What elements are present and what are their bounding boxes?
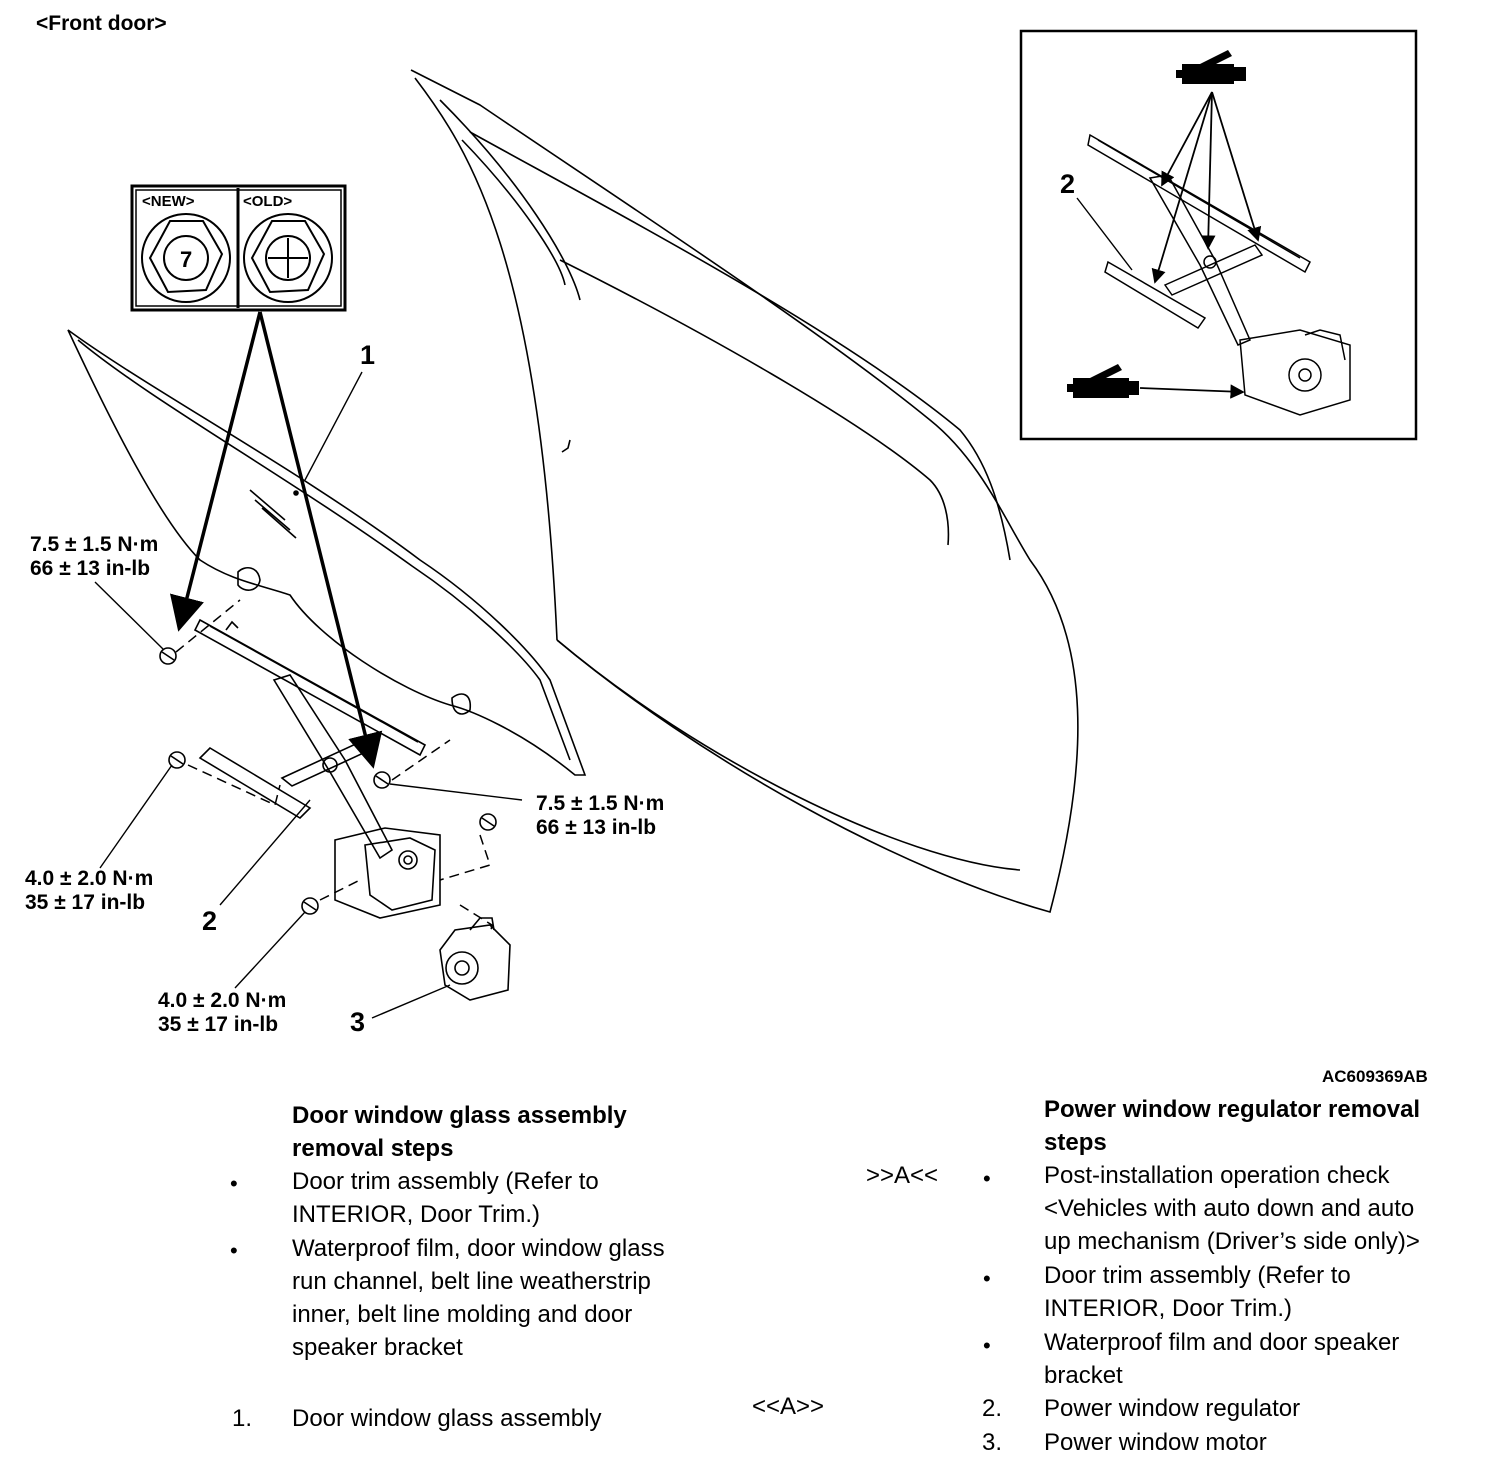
torque-4-inlb: 35 ± 17 in-lb: [158, 1013, 278, 1036]
grease-gun-icon: [1176, 50, 1246, 84]
torque-leader-lines: [94, 581, 523, 989]
right-item-1-line-1: Post-installation operation check: [1044, 1162, 1390, 1189]
diagram-title: <Front door>: [36, 12, 167, 35]
right-step-text-3: Power window motor: [1044, 1429, 1267, 1456]
left-step-code-1: <<A>>: [752, 1393, 825, 1420]
left-step-text-1: Door window glass assembly: [292, 1405, 602, 1432]
right-item-2-line-1: Door trim assembly (Refer to: [1044, 1262, 1351, 1289]
door-panel-outline: [410, 69, 1079, 913]
torque-4-nm: 4.0 ± 2.0 N·m: [158, 989, 286, 1012]
left-item-1-line-1: Door trim assembly (Refer to: [292, 1168, 599, 1195]
torque-2-nm: 7.5 ± 1.5 N·m: [536, 792, 664, 815]
new-bolt-label: <NEW>: [142, 193, 195, 210]
new-bolt-head-icon: [141, 213, 231, 303]
callout-leader-lines: [219, 371, 451, 1019]
left-item-1-line-2: INTERIOR, Door Trim.): [292, 1201, 541, 1228]
inset-callout-2: 2: [1060, 169, 1075, 199]
grease-application-inset: 2: [1019, 29, 1418, 441]
left-step-number-1: 1.: [232, 1405, 253, 1432]
bolts: [159, 647, 497, 915]
assembly-dashed-lines: [175, 599, 493, 936]
power-window-motor: [439, 917, 511, 1001]
left-steps-heading-line1: Door window glass assembly: [292, 1102, 627, 1129]
figure-code: AC609369AB: [1322, 1067, 1428, 1086]
left-item-2-line-3: inner, belt line molding and door: [292, 1301, 633, 1328]
torque-1-nm: 7.5 ± 1.5 N·m: [30, 533, 158, 556]
right-step-number-3: 3.: [982, 1429, 1003, 1456]
left-item-2-line-2: run channel, belt line weatherstrip: [292, 1268, 651, 1295]
right-step-code: >>A<<: [866, 1162, 939, 1189]
bullet-icon: •: [983, 1166, 991, 1191]
power-window-regulator: [193, 618, 441, 919]
right-item-1-line-3: up mechanism (Driver’s side only)>: [1044, 1228, 1420, 1255]
bullet-icon: •: [983, 1333, 991, 1358]
right-steps-heading-line1: Power window regulator removal: [1044, 1096, 1421, 1123]
right-step-text-2: Power window regulator: [1044, 1395, 1301, 1422]
torque-3-inlb: 35 ± 17 in-lb: [25, 891, 145, 914]
left-item-2-line-1: Waterproof film, door window glass: [292, 1235, 665, 1262]
left-item-2-line-4: speaker bracket: [292, 1334, 463, 1361]
right-item-3-line-1: Waterproof film and door speaker: [1044, 1329, 1400, 1356]
callout-1: 1: [360, 340, 375, 370]
door-window-glass: [67, 329, 587, 776]
right-item-2-line-2: INTERIOR, Door Trim.): [1044, 1295, 1293, 1322]
callout-3: 3: [350, 1007, 365, 1037]
old-bolt-label: <OLD>: [243, 193, 292, 210]
torque-1-inlb: 66 ± 13 in-lb: [30, 557, 150, 580]
right-item-1-line-2: <Vehicles with auto down and auto: [1044, 1195, 1415, 1222]
bullet-icon: •: [230, 1238, 238, 1263]
torque-3-nm: 4.0 ± 2.0 N·m: [25, 867, 153, 890]
bullet-icon: •: [983, 1266, 991, 1291]
new-bolt-mark: 7: [180, 247, 192, 272]
grease-gun-icon: [1067, 364, 1139, 398]
left-steps-heading-line2: removal steps: [292, 1135, 454, 1162]
right-item-3-line-2: bracket: [1044, 1362, 1123, 1389]
right-steps-heading-line2: steps: [1044, 1129, 1107, 1156]
bolt-identification-inset: <NEW> <OLD> 7: [130, 184, 347, 312]
callout-2: 2: [202, 906, 217, 936]
right-step-number-2: 2.: [982, 1395, 1003, 1422]
old-bolt-head-icon: [243, 213, 333, 303]
inset-pointer-arrows: [169, 311, 383, 769]
bullet-icon: •: [230, 1171, 238, 1196]
grease-pointer-arrows: [1139, 91, 1262, 399]
torque-2-inlb: 66 ± 13 in-lb: [536, 816, 656, 839]
